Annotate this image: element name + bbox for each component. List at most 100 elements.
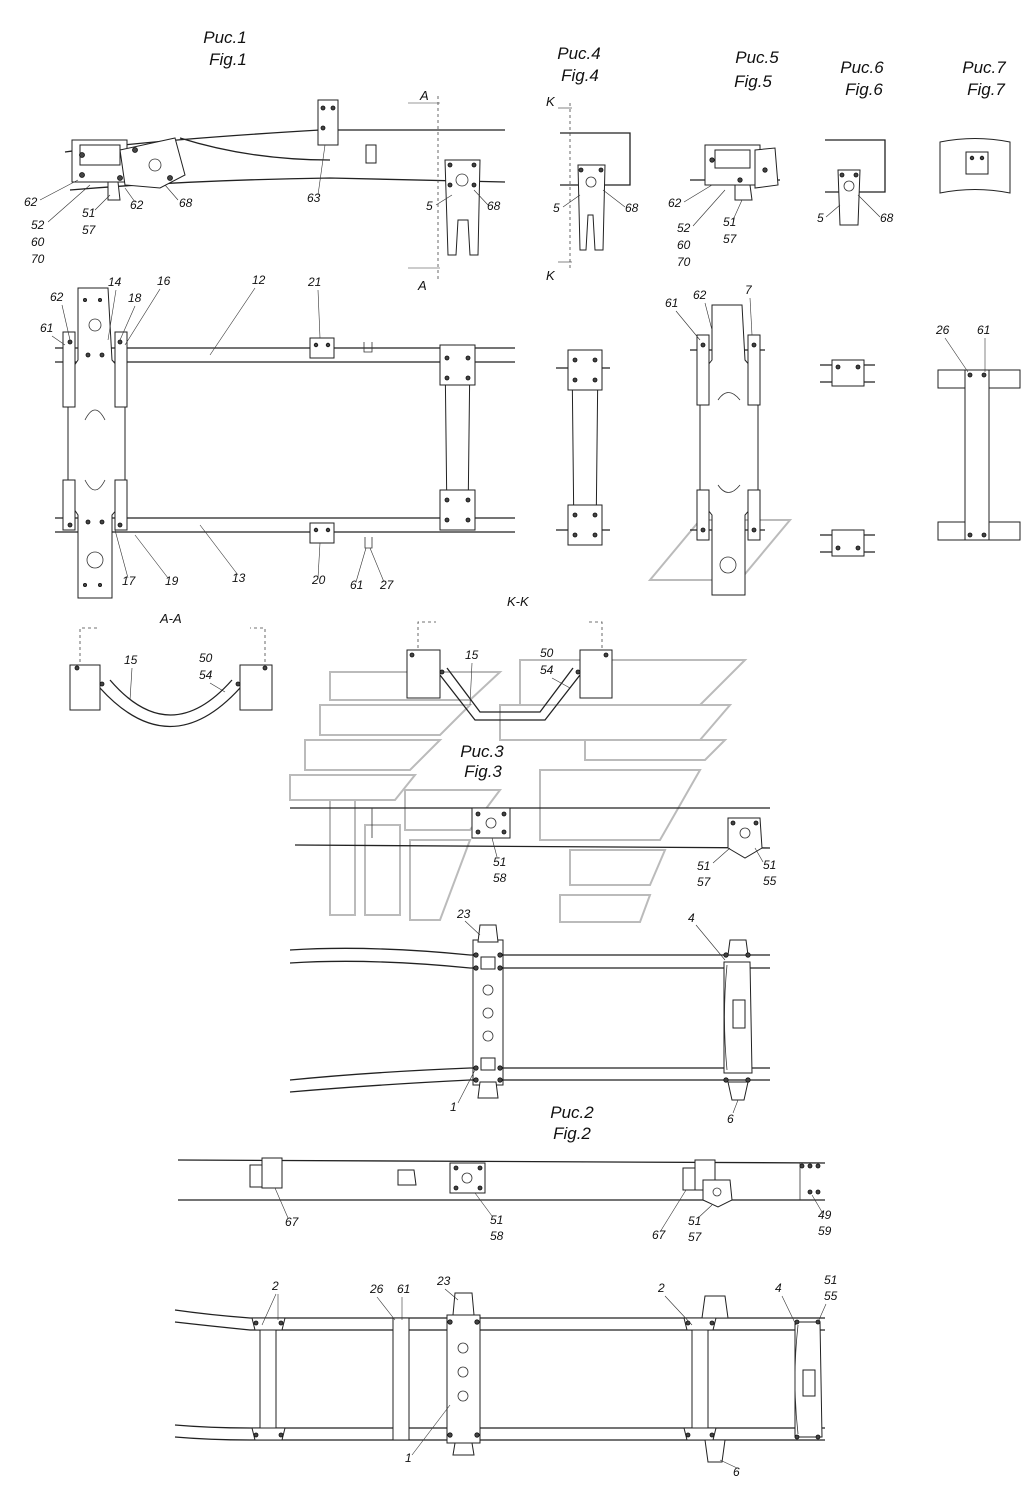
callout: 54 — [540, 663, 554, 677]
section-kk-view: 15 50 54 — [406, 621, 613, 721]
callout: 5 — [817, 211, 824, 225]
callout: 67 — [652, 1228, 667, 1242]
callout: 16 — [157, 274, 171, 288]
fig4-title-en: Fig.4 — [561, 66, 599, 85]
fig5-side-view: 62 52 60 70 51 57 — [668, 144, 780, 269]
callout: 52 — [677, 221, 691, 235]
callout: 27 — [379, 578, 395, 592]
fig2-plan-view: 2 26 61 23 2 4 51 55 1 6 — [174, 1273, 838, 1479]
callout: 59 — [818, 1224, 832, 1238]
callout: 14 — [108, 275, 122, 289]
callout: 50 — [199, 651, 213, 665]
callout: 61 — [397, 1282, 410, 1296]
callout: 51 — [697, 859, 710, 873]
callout: 57 — [82, 223, 97, 237]
fig3-title-ru: Рис.3 — [460, 742, 504, 761]
fig6-title-ru: Рис.6 — [840, 58, 884, 77]
section-aa-view: 15 50 54 — [69, 627, 273, 728]
fig1-title-ru: Рис.1 — [203, 28, 246, 47]
callout: 51 — [490, 1213, 503, 1227]
fig3-title-en: Fig.3 — [464, 762, 502, 781]
callout: 13 — [232, 571, 246, 585]
callout: 15 — [124, 653, 138, 667]
callout: 60 — [31, 235, 45, 249]
fig4-side-view: K K 5 68 — [546, 94, 639, 283]
callout: 6 — [733, 1465, 740, 1479]
fig7-plan-view: 26 61 — [935, 323, 1021, 541]
fig2-title-en: Fig.2 — [553, 1124, 591, 1143]
callout: 5 — [553, 201, 560, 215]
fig1-side-view: A A — [64, 88, 506, 293]
callout: 62 — [50, 290, 64, 304]
callout: 51 — [688, 1214, 701, 1228]
section-title-kk: K-K — [507, 594, 530, 609]
fig7-title-en: Fig.7 — [967, 80, 1005, 99]
callout: 61 — [977, 323, 990, 337]
fig5-plan-view: 61 62 7 — [665, 283, 765, 596]
callout: 55 — [763, 874, 777, 888]
callout: 51 — [723, 215, 736, 229]
callout: 15 — [465, 648, 479, 662]
callout: 12 — [252, 273, 266, 287]
callout: 62 — [130, 198, 144, 212]
section-marker-a-top: A — [419, 88, 429, 103]
fig1-side-callouts: 62 52 60 70 51 57 62 68 63 5 68 — [24, 144, 501, 266]
fig3-plan-view: 23 4 1 6 — [289, 907, 770, 1126]
fig2-side-view: 67 51 58 67 51 57 49 59 — [177, 1157, 832, 1244]
callout: 51 — [824, 1273, 837, 1287]
callout: 67 — [285, 1215, 300, 1229]
callout: 2 — [657, 1281, 665, 1295]
section-title-aa: A-A — [159, 611, 182, 626]
callout: 68 — [179, 196, 193, 210]
callout: 58 — [490, 1229, 504, 1243]
fig4-plan-view — [556, 349, 610, 546]
callout: 61 — [40, 321, 53, 335]
callout: 57 — [723, 232, 738, 246]
callout: 50 — [540, 646, 554, 660]
callout: 54 — [199, 668, 213, 682]
callout: 61 — [665, 296, 678, 310]
section-marker-k-top: K — [546, 94, 556, 109]
fig3-side-view: 51 58 51 57 51 55 — [290, 807, 777, 889]
callout: 51 — [493, 855, 506, 869]
callout: 1 — [450, 1100, 457, 1114]
callout: 26 — [935, 323, 950, 337]
callout: 6 — [727, 1112, 734, 1126]
section-marker-a-bottom: A — [417, 278, 427, 293]
callout: 61 — [350, 578, 363, 592]
callout: 70 — [677, 255, 691, 269]
callout: 49 — [818, 1208, 832, 1222]
watermark-logo — [289, 519, 793, 923]
callout: 62 — [668, 196, 682, 210]
callout: 2 — [271, 1279, 279, 1293]
fig6-side-view: 5 68 — [817, 139, 894, 226]
callout: 58 — [493, 871, 507, 885]
callout: 57 — [688, 1230, 703, 1244]
callout: 68 — [625, 201, 639, 215]
callout: 4 — [775, 1281, 782, 1295]
fig1-title-en: Fig.1 — [209, 50, 247, 69]
callout: 51 — [763, 858, 776, 872]
fig2-title-ru: Рис.2 — [550, 1103, 594, 1122]
callout: 60 — [677, 238, 691, 252]
fig7-title-ru: Рис.7 — [962, 58, 1006, 77]
callout: 62 — [693, 288, 707, 302]
callout: 17 — [122, 574, 137, 588]
fig5-title-en: Fig.5 — [734, 72, 772, 91]
callout: 51 — [82, 206, 95, 220]
callout: 52 — [31, 218, 45, 232]
callout: 21 — [307, 275, 321, 289]
callout: 5 — [426, 199, 433, 213]
fig6-title-en: Fig.6 — [845, 80, 883, 99]
callout: 20 — [311, 573, 326, 587]
callout: 1 — [405, 1451, 412, 1465]
callout: 18 — [128, 291, 142, 305]
fig1-plan-view — [55, 287, 515, 599]
callout: 62 — [24, 195, 38, 209]
fig1-plan-callouts: 62 14 16 18 12 21 61 17 19 13 20 61 27 — [40, 273, 395, 592]
callout: 19 — [165, 574, 179, 588]
callout: 23 — [456, 907, 471, 921]
callout: 63 — [307, 191, 321, 205]
callout: 4 — [688, 911, 695, 925]
